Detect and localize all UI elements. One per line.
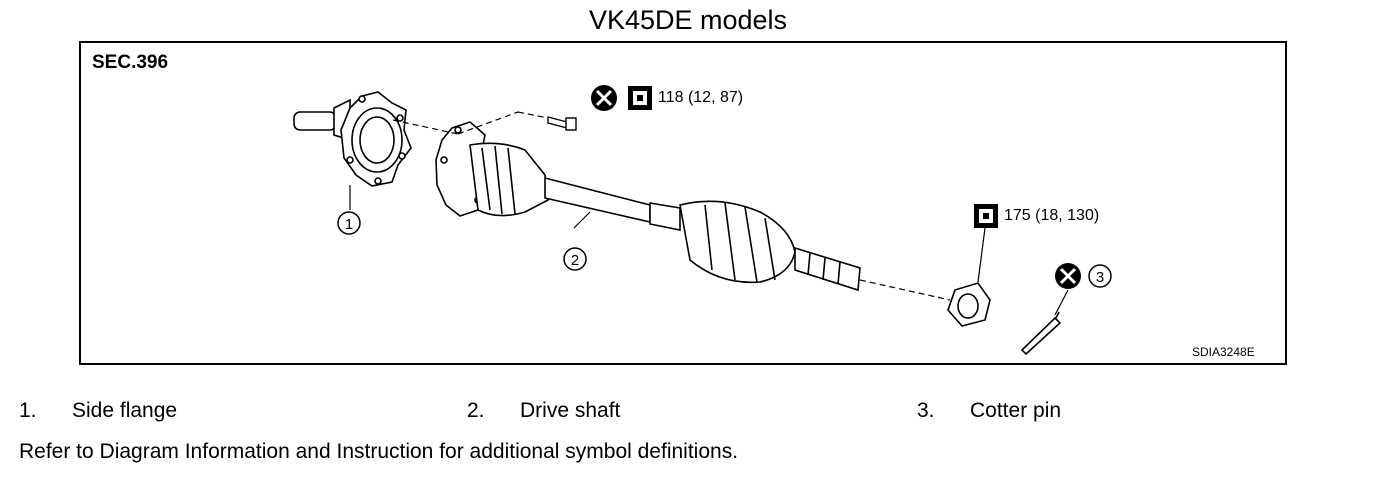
svg-text:3: 3 bbox=[1096, 269, 1104, 286]
legend-label-1: Side flange bbox=[72, 399, 178, 422]
svg-text:1: 1 bbox=[345, 216, 353, 233]
legend-number-3: 3. bbox=[917, 399, 935, 422]
legend-number-1: 1. bbox=[19, 399, 37, 422]
callout-2: 2 bbox=[563, 247, 587, 271]
torque-wrench-icon bbox=[974, 204, 998, 228]
axle-nut-part bbox=[947, 282, 991, 327]
do-not-reuse-icon bbox=[1055, 263, 1081, 289]
legend-number-2: 2. bbox=[467, 399, 485, 422]
torque-wrench-icon bbox=[628, 86, 652, 110]
flange-bolt-part bbox=[547, 116, 577, 131]
callout-1: 1 bbox=[337, 211, 361, 235]
drive-shaft-part bbox=[435, 121, 861, 292]
callout-3: 3 bbox=[1088, 264, 1112, 288]
cotter-pin-part bbox=[1020, 311, 1062, 356]
side-flange-part bbox=[293, 91, 412, 187]
section-reference: SEC.396 bbox=[92, 52, 169, 73]
legend-label-3: Cotter pin bbox=[970, 399, 1062, 422]
svg-text:2: 2 bbox=[571, 252, 579, 269]
symbol-reference-note: Refer to Diagram Information and Instruc… bbox=[19, 440, 739, 463]
diagram-frame bbox=[79, 41, 1287, 365]
figure-id: SDIA3248E bbox=[1192, 345, 1255, 359]
legend-label-2: Drive shaft bbox=[520, 399, 621, 422]
leader-lines bbox=[349, 111, 1069, 316]
torque-spec-nut: 175 (18, 130) bbox=[1004, 207, 1100, 224]
do-not-reuse-icon bbox=[591, 85, 617, 111]
diagram-title: VK45DE models bbox=[588, 5, 788, 35]
torque-spec-bolt: 118 (12, 87) bbox=[658, 89, 744, 106]
